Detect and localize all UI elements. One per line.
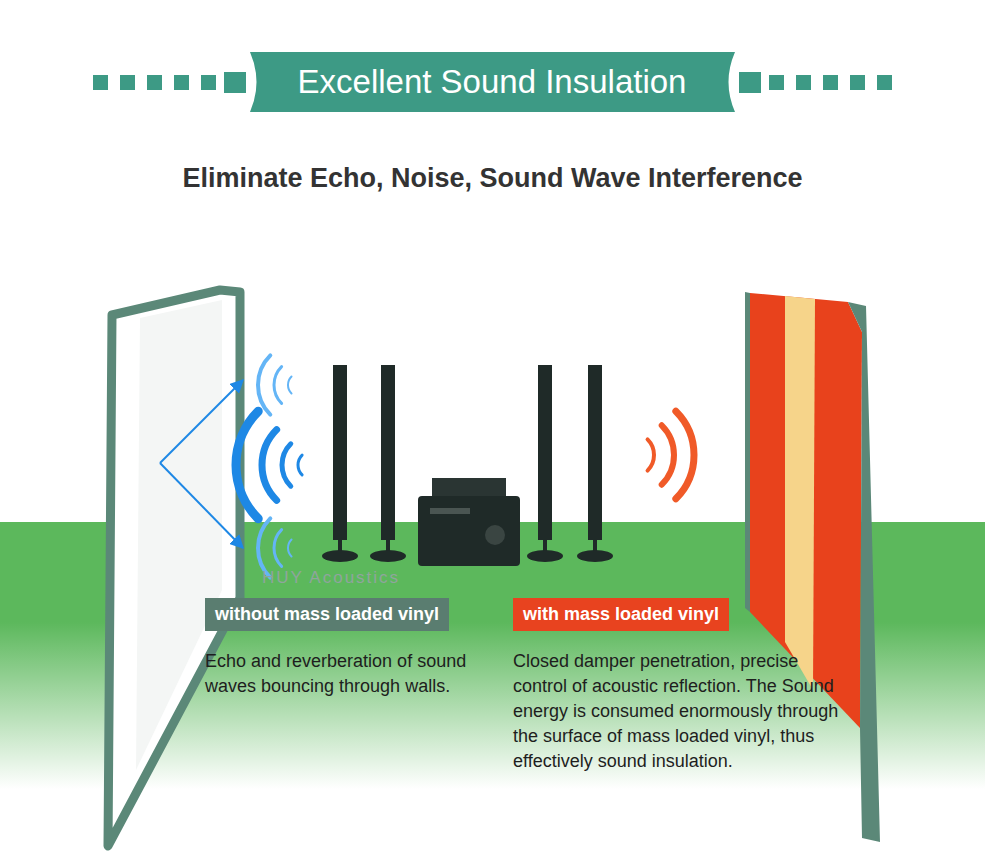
- subtitle: Eliminate Echo, Noise, Sound Wave Interf…: [0, 163, 985, 194]
- vinyl-stripe: [785, 296, 815, 690]
- wall-edge: [848, 302, 880, 842]
- wall-edge: [745, 292, 750, 612]
- sound-wave: [648, 439, 654, 470]
- title: Excellent Sound Insulation: [262, 54, 722, 110]
- title-banner: [93, 52, 892, 112]
- sound-wave: [662, 425, 674, 484]
- sound-wave: [274, 367, 282, 404]
- heading-tag: with mass loaded vinyl: [513, 598, 729, 631]
- sound-wave: [298, 455, 302, 475]
- reflection-arrow: [160, 380, 243, 463]
- watermark: HUY Acoustics: [262, 568, 400, 588]
- sound-wave: [258, 355, 270, 414]
- reflection-arrow: [160, 463, 243, 548]
- home-theater: [322, 365, 613, 566]
- sound-wave: [676, 411, 694, 499]
- sound-wave: [274, 530, 282, 567]
- sound-wave: [282, 444, 291, 486]
- description: Echo and reverberation of sound waves bo…: [205, 649, 475, 699]
- callout-panel: with mass loaded vinylClosed damper pene…: [513, 598, 843, 774]
- heading-tag: without mass loaded vinyl: [205, 598, 449, 631]
- sound-wave: [236, 411, 258, 518]
- sound-wave: [288, 540, 292, 557]
- sound-wave: [262, 430, 277, 501]
- sound-wave: [288, 377, 292, 394]
- description: Closed damper penetration, precise contr…: [513, 649, 843, 774]
- plain-wall: [108, 290, 240, 846]
- callout-panel: without mass loaded vinylEcho and reverb…: [205, 598, 475, 699]
- wall-face: [136, 300, 222, 770]
